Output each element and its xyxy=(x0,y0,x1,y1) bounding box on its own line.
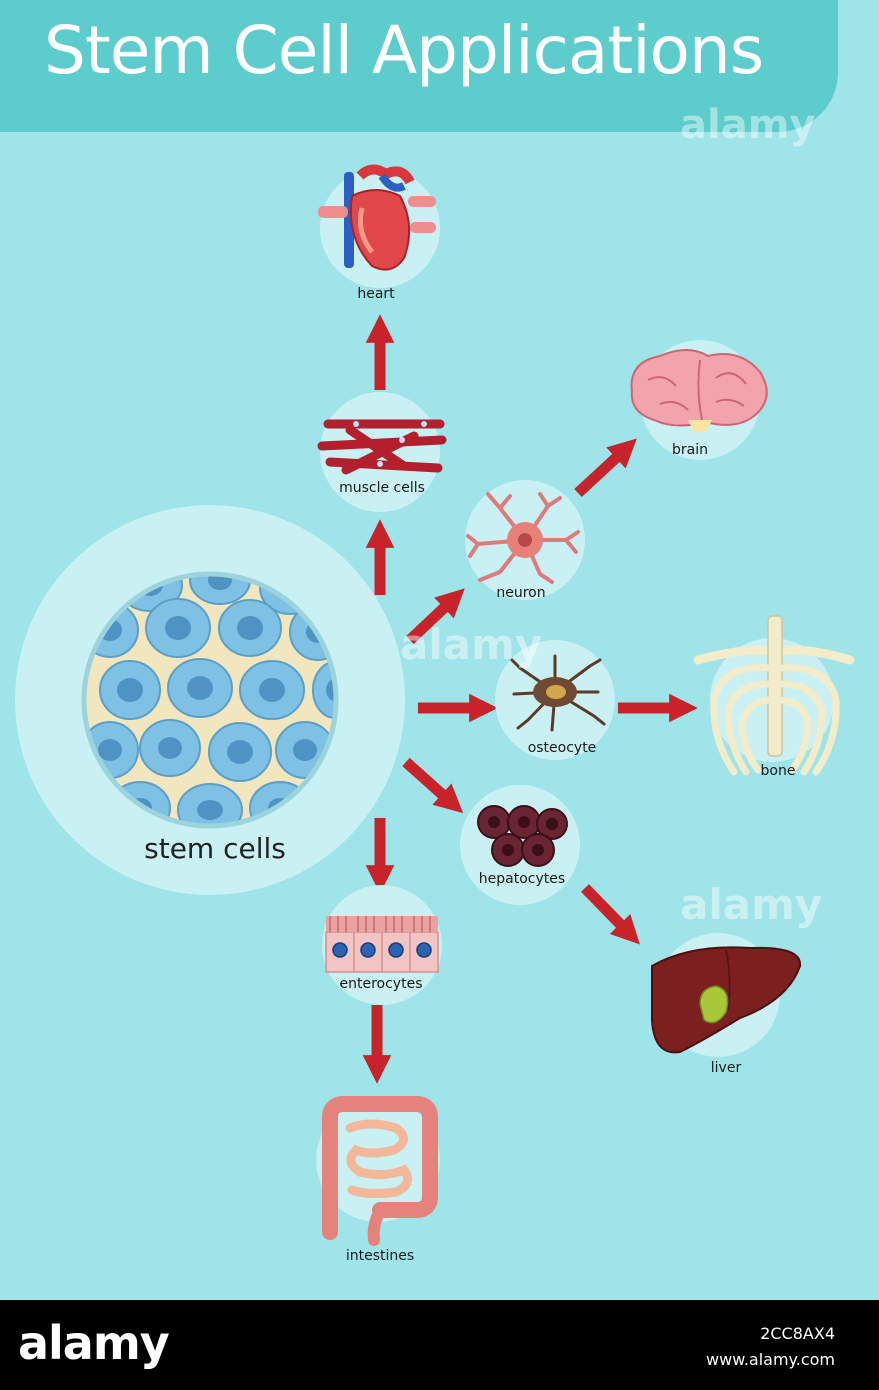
neuron-label: neuron xyxy=(496,585,546,601)
liver-node xyxy=(651,933,802,1057)
title-bar: Stem Cell Applications xyxy=(0,0,838,132)
arrow-neuron-to-brain xyxy=(574,438,637,498)
footer-bar: alamy 2CC8AX4 www.alamy.com xyxy=(0,1300,879,1390)
enterocytes-label: enterocytes xyxy=(339,976,423,992)
bone-node xyxy=(693,615,855,776)
watermark: alamy xyxy=(680,102,816,148)
liver-label: liver xyxy=(710,1060,742,1076)
osteocyte-node xyxy=(495,640,615,760)
neuron-node xyxy=(465,480,585,600)
heart-node xyxy=(318,164,440,288)
intestines-label: intestines xyxy=(345,1248,415,1264)
heart-label: heart xyxy=(357,286,395,302)
watermark: alamy xyxy=(680,880,823,929)
osteocyte-label: osteocyte xyxy=(527,740,597,756)
brain-label: brain xyxy=(672,442,708,458)
stem-cells-label: stem cells xyxy=(144,832,286,865)
intestines-node xyxy=(316,1096,440,1246)
hepatocytes-label: hepatocytes xyxy=(478,871,566,887)
bone-label: bone xyxy=(760,763,796,779)
arrow-hepatocytes-to-liver xyxy=(581,884,640,945)
footer-logo: alamy xyxy=(18,1316,170,1370)
brain-node xyxy=(630,340,768,460)
arrow-stem-to-hepatocytes xyxy=(402,757,464,814)
muscle-cells-node xyxy=(317,392,447,512)
diagram xyxy=(15,164,855,1246)
muscle-cells-label: muscle cells xyxy=(339,480,425,496)
hepatocytes-node xyxy=(460,785,580,905)
footer-url: www.alamy.com xyxy=(706,1350,835,1369)
enterocytes-node xyxy=(322,885,442,1005)
watermark: alamy xyxy=(400,620,543,669)
arrow-stem-to-neuron xyxy=(406,588,465,644)
stem-cells-node xyxy=(15,505,405,895)
page-title: Stem Cell Applications xyxy=(44,12,764,89)
footer-image-id: 2CC8AX4 xyxy=(760,1324,835,1343)
